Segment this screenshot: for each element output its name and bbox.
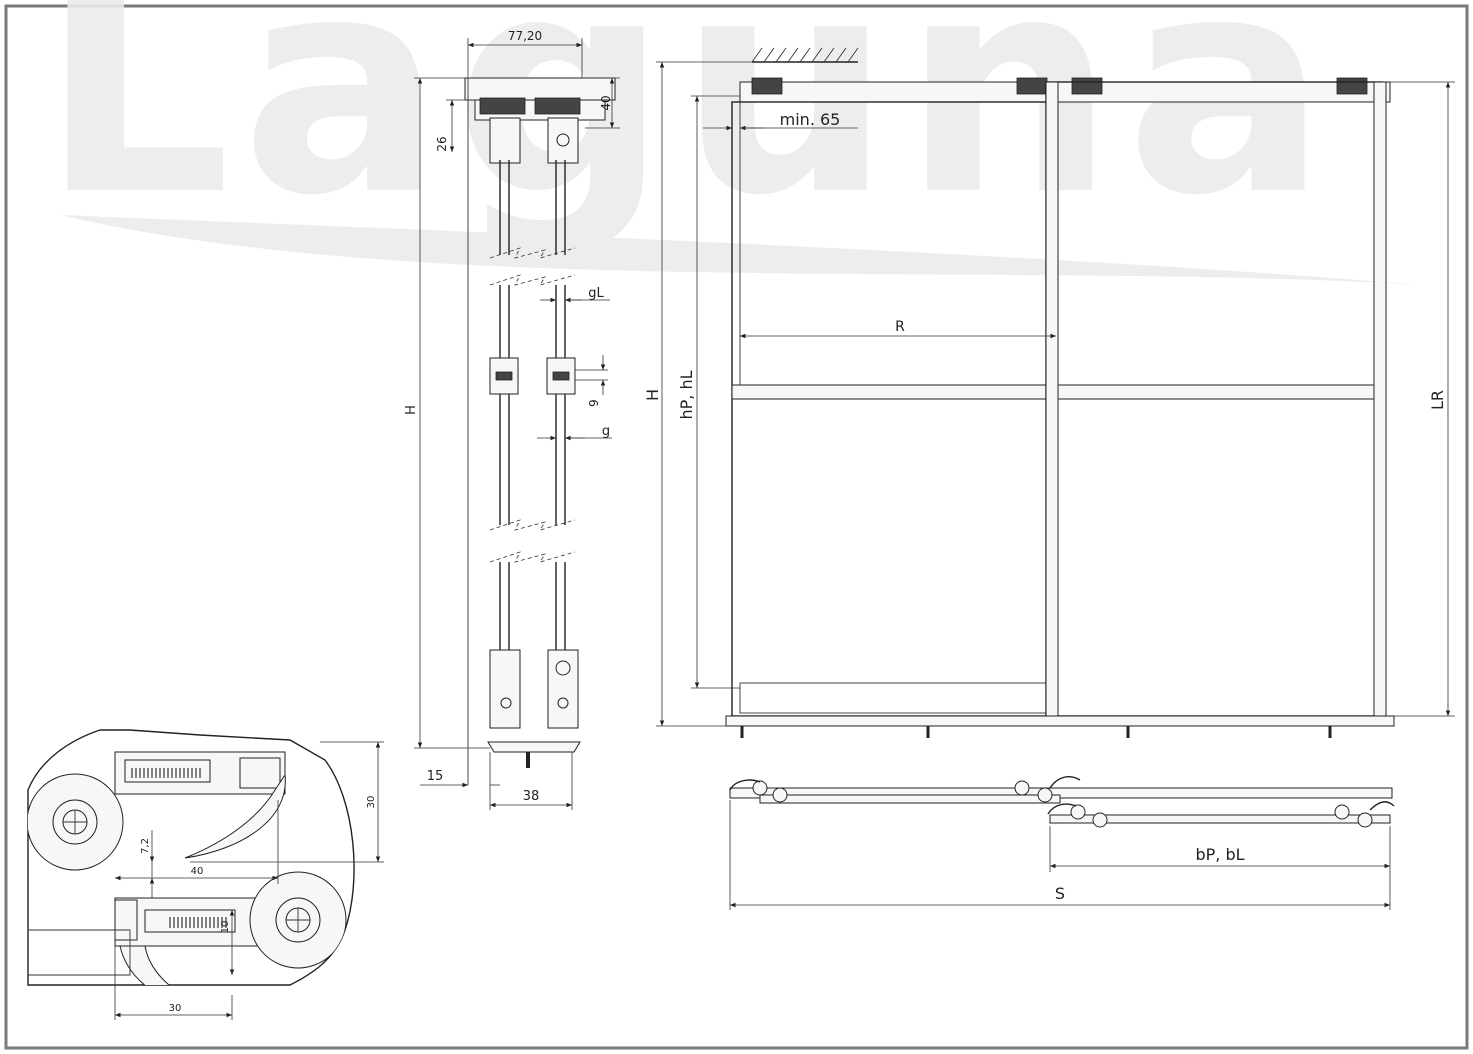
dim-LR: LR bbox=[1428, 390, 1447, 410]
dim-30-right: 30 bbox=[366, 796, 377, 809]
dim-R: R bbox=[895, 319, 905, 335]
watermark-text: Laguna bbox=[40, 0, 1338, 261]
carriage-1 bbox=[751, 77, 783, 95]
break-line-1 bbox=[489, 247, 576, 259]
dim-10: 10 bbox=[220, 921, 231, 934]
dim-top-rail: 26 bbox=[435, 136, 449, 151]
plan-track-outer bbox=[729, 787, 1393, 799]
center-stile bbox=[1045, 81, 1059, 717]
top-rail-profile bbox=[464, 77, 616, 101]
mid-rail-right bbox=[1057, 384, 1375, 400]
detail-view: 30 7,2 40 10 30 bbox=[27, 729, 384, 1020]
right-stile bbox=[1373, 81, 1387, 717]
mid-rail-left bbox=[731, 384, 1053, 400]
front-bottom-rail bbox=[725, 715, 1395, 727]
dim-30-bottom: 30 bbox=[169, 1003, 182, 1014]
break-line-2 bbox=[489, 274, 576, 286]
carriage-2 bbox=[1016, 77, 1048, 95]
carriage-4 bbox=[1336, 77, 1368, 95]
front-view: min. 65 R H hP, hL LR bbox=[643, 47, 1455, 738]
carriage-3 bbox=[1071, 77, 1103, 95]
dim-9: 9 bbox=[587, 399, 601, 407]
top-carriage-left bbox=[479, 97, 526, 115]
dim-15: 15 bbox=[427, 769, 444, 784]
top-profile-left bbox=[489, 117, 521, 164]
break-line-3 bbox=[489, 519, 576, 531]
dim-top-height: 40 bbox=[599, 95, 613, 110]
dim-height-H: H bbox=[404, 405, 419, 415]
front-top-rail bbox=[739, 81, 1391, 103]
dim-40: 40 bbox=[191, 866, 204, 877]
plan-door-right bbox=[1049, 814, 1391, 824]
dim-7-2: 7,2 bbox=[140, 838, 151, 854]
sheet-border bbox=[4, 4, 1469, 1050]
plan-door-left bbox=[759, 794, 1061, 804]
bottom-profile-left bbox=[489, 649, 521, 729]
dim-bP-bL: bP, bL bbox=[1195, 845, 1244, 864]
section-view: 77,20 40 26 H gL 9 g 15 38 bbox=[404, 29, 620, 810]
dim-H-front: H bbox=[643, 389, 662, 401]
top-carriage-right bbox=[534, 97, 581, 115]
dim-gL: gL bbox=[588, 286, 604, 301]
break-line-4 bbox=[489, 551, 576, 563]
dim-g: g bbox=[602, 424, 610, 439]
dim-min-65: min. 65 bbox=[780, 110, 841, 129]
dim-top-width: 77,20 bbox=[508, 29, 542, 43]
top-roller-right bbox=[556, 133, 570, 147]
dim-S: S bbox=[1055, 884, 1065, 903]
plan-view: bP, bL S bbox=[729, 776, 1395, 910]
watermark: Laguna bbox=[40, 0, 1420, 285]
dim-hP-hL: hP, hL bbox=[677, 370, 696, 419]
bottom-rail bbox=[487, 741, 581, 753]
dim-38: 38 bbox=[523, 789, 540, 804]
